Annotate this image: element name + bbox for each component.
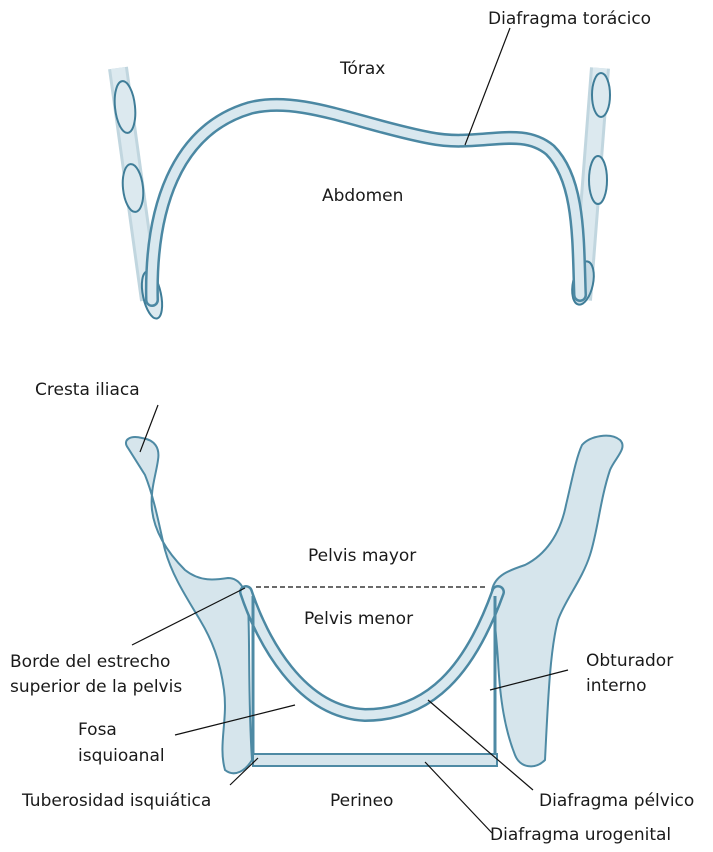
label-thoracic-diaphragm: Diafragma torácico — [488, 9, 651, 29]
label-ischial-tuberosity: Tuberosidad isquiática — [21, 791, 211, 811]
label-perineum: Perineo — [330, 791, 393, 811]
label-thorax: Tórax — [339, 59, 385, 79]
label-pelvic-inlet-2: superior de la pelvis — [10, 677, 182, 697]
label-pelvic-inlet-1: Borde del estrecho — [10, 652, 170, 672]
label-iliac-crest: Cresta iliaca — [35, 380, 140, 400]
right-rib-2 — [589, 156, 607, 204]
right-rib-1 — [592, 73, 610, 117]
label-ischioanal-2: isquioanal — [78, 746, 165, 766]
label-greater-pelvis: Pelvis mayor — [308, 546, 416, 566]
urogenital-diaphragm-shape — [253, 754, 497, 766]
label-lesser-pelvis: Pelvis menor — [304, 609, 413, 629]
leader-thoracic-diaphragm — [465, 28, 510, 145]
label-obturator-2: interno — [586, 676, 647, 696]
label-abdomen: Abdomen — [322, 186, 403, 206]
right-hip-bone — [492, 436, 623, 767]
label-obturator-1: Obturador — [586, 651, 673, 671]
label-urogenital-diaphragm: Diafragma urogenital — [490, 825, 671, 845]
leader-urogenital-diaphragm — [425, 762, 492, 833]
label-pelvic-diaphragm: Diafragma pélvico — [539, 791, 694, 811]
left-hip-bone — [126, 437, 252, 773]
label-ischioanal-1: Fosa — [78, 720, 117, 740]
